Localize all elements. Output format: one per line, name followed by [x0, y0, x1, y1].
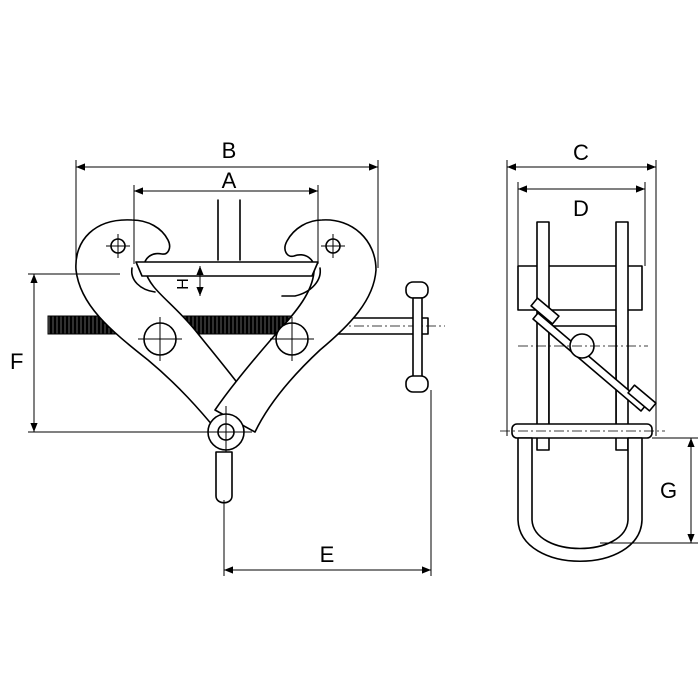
- beam-web: [217, 199, 241, 261]
- jaw-lip-left: [130, 267, 156, 293]
- dimension-label-h: H: [175, 278, 192, 290]
- side-plate-right: [615, 221, 629, 451]
- shackle-u: [517, 437, 643, 563]
- lifting-eye: [215, 451, 233, 504]
- side-dimensions: C D G: [506, 140, 698, 544]
- dimension-label-e: E: [320, 542, 335, 567]
- dimension-label-b: B: [222, 138, 237, 163]
- side-handle-bar: [532, 312, 647, 412]
- side-handle-cap-top: [530, 297, 560, 325]
- handle-cap-top: [405, 281, 429, 299]
- dimension-label-d: D: [573, 196, 589, 221]
- beam-flange: [135, 261, 319, 277]
- dimension-label-a: A: [222, 168, 237, 193]
- dimension-label-g: G: [660, 478, 677, 503]
- side-plate-left: [536, 221, 550, 451]
- side-handle-cap-bottom: [627, 384, 657, 412]
- front-view: [47, 199, 445, 504]
- dimension-label-f: F: [10, 349, 23, 374]
- dimension-label-c: C: [573, 140, 589, 165]
- front-dimensions: B A H F E: [10, 138, 432, 576]
- side-view: [500, 221, 665, 563]
- handle-cap-bottom: [405, 375, 429, 393]
- jaw-lip-right: [281, 267, 321, 297]
- handle-bar: [412, 297, 423, 379]
